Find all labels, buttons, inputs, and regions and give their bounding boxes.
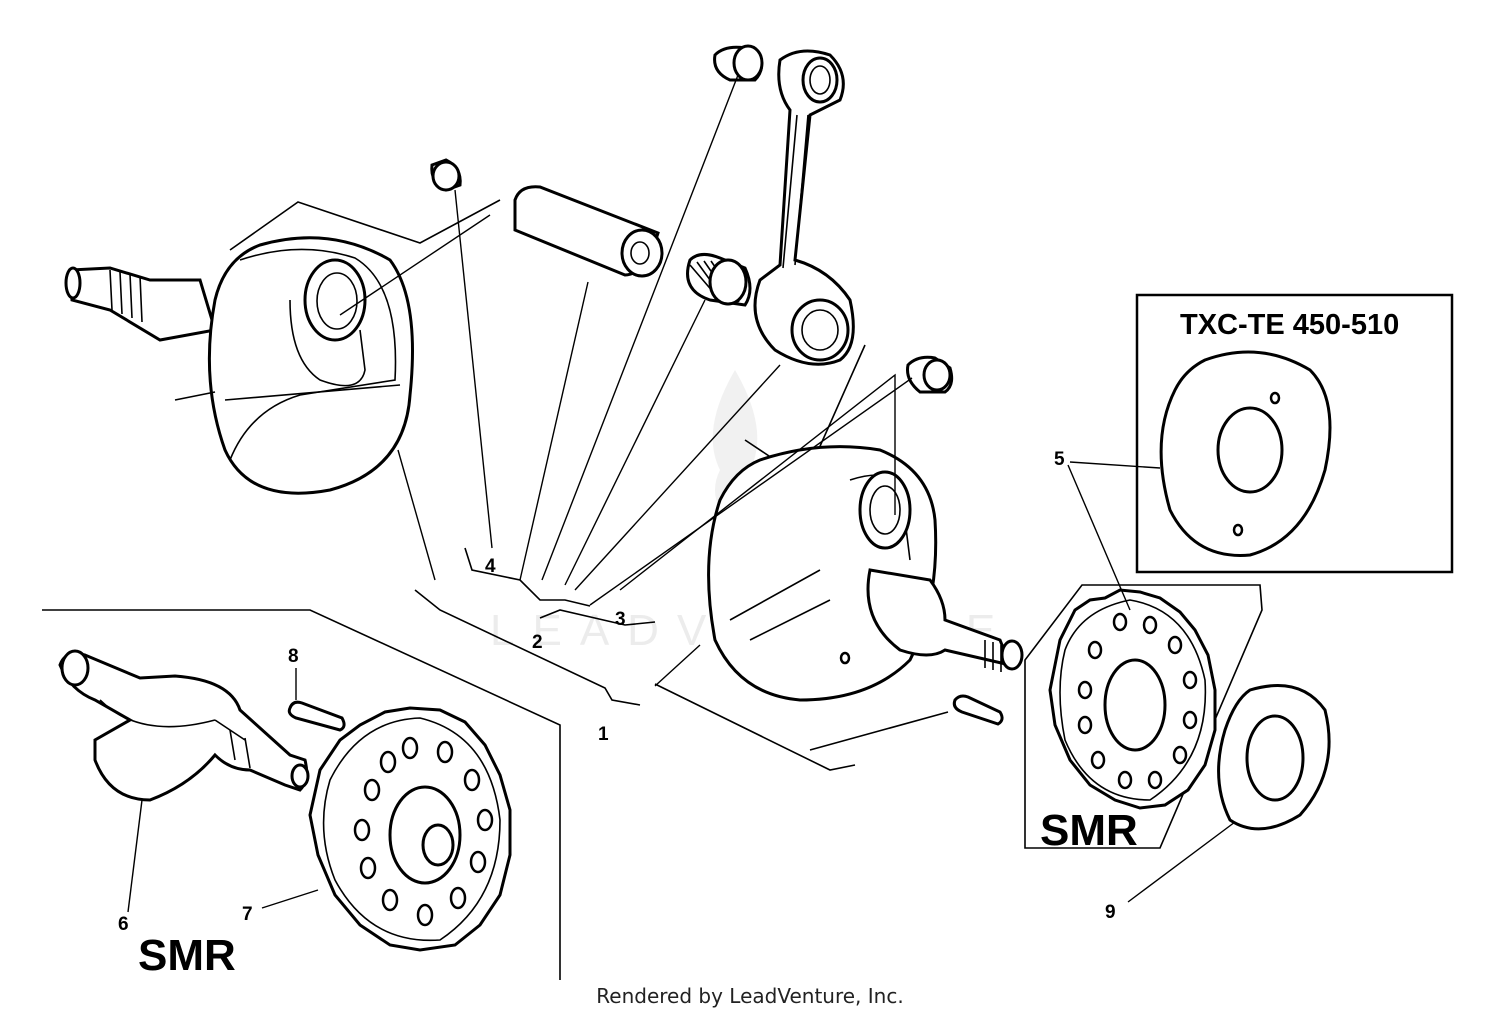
callout-numbers: 1 2 3 4 5 6 7 8 9 — [118, 449, 1116, 935]
smr-label-left: SMR — [138, 931, 236, 980]
thrust-washer — [1217, 684, 1331, 831]
callout-4: 4 — [485, 556, 496, 577]
callout-2: 2 — [532, 632, 543, 653]
spacer-disc-txc — [1159, 350, 1332, 557]
connecting-rod — [753, 49, 855, 366]
callout-brackets — [414, 547, 656, 706]
callout-3: 3 — [615, 609, 626, 630]
small-bush-right — [906, 355, 954, 394]
small-bush-top — [713, 44, 764, 82]
primary-gear-left — [308, 706, 512, 952]
callout-1: 1 — [598, 724, 609, 745]
callout-8: 8 — [288, 646, 299, 667]
left-half-bracket — [229, 199, 501, 251]
callout-6: 6 — [118, 914, 129, 935]
crankshaft-smr — [58, 649, 310, 802]
left-crank-half — [64, 236, 414, 495]
callout-7: 7 — [242, 904, 253, 925]
rendered-by-footer: Rendered by LeadVenture, Inc. — [596, 984, 904, 1008]
callout-9: 9 — [1105, 902, 1116, 923]
smr-left-frame — [42, 609, 561, 980]
right-crank-half — [707, 445, 1024, 702]
primary-gear-right — [1048, 588, 1217, 810]
needle-bearing — [686, 253, 752, 307]
callout-5: 5 — [1054, 449, 1065, 470]
smr-label-right: SMR — [1040, 806, 1138, 855]
lower-bracket — [654, 683, 949, 771]
crank-pin — [513, 185, 664, 278]
woodruff-key-left — [287, 700, 346, 732]
leader-lines — [127, 74, 1236, 913]
small-bush-left — [430, 158, 462, 192]
woodruff-key-right — [952, 694, 1004, 726]
smr-right-frame — [1024, 584, 1263, 849]
txc-te-label: TXC-TE 450-510 — [1180, 309, 1399, 341]
